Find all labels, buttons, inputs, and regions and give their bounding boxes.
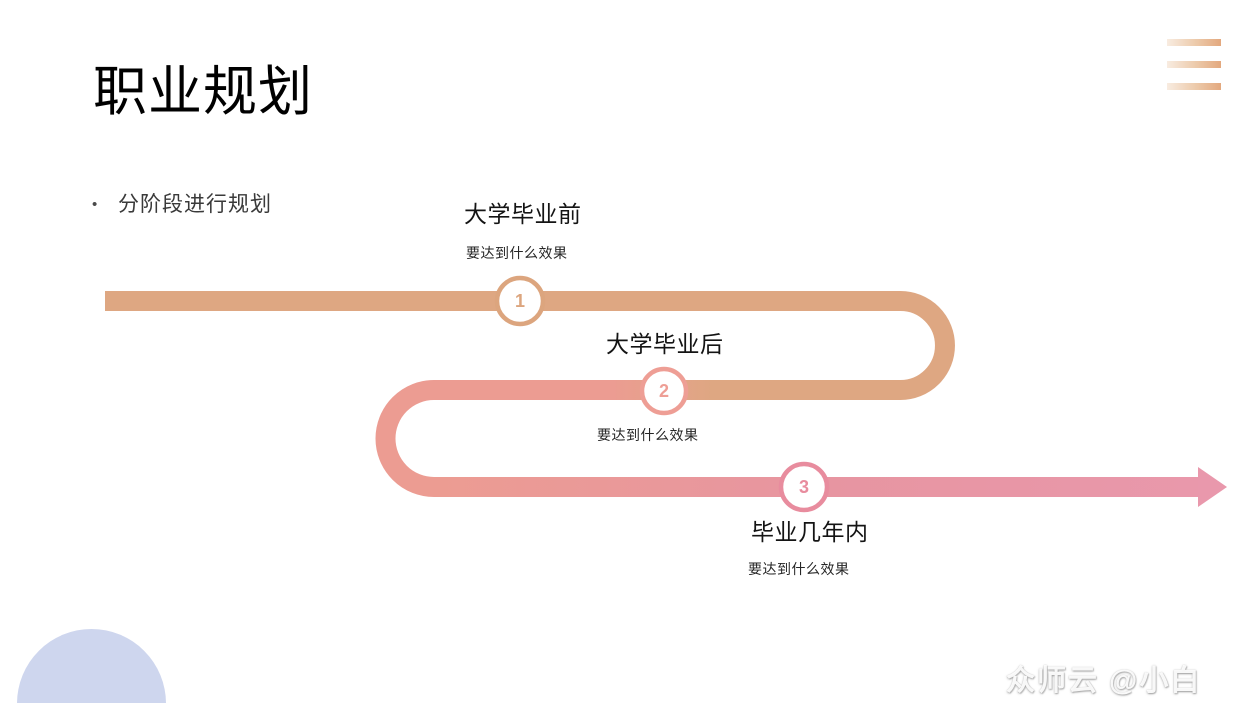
milestone-node-3 (778, 461, 830, 513)
milestone-node-1-number: 1 (515, 291, 525, 311)
slide-title: 职业规划 (93, 62, 313, 122)
bullet-item: • 分阶段进行规划 (92, 192, 272, 217)
timeline-arrowhead (1198, 467, 1227, 507)
milestone-2-label: 大学毕业后 (606, 331, 724, 357)
timeline-curve-right (900, 291, 955, 400)
milestone-node-2-number: 2 (659, 381, 669, 401)
milestone-node-1 (494, 275, 546, 327)
milestone-node-2 (639, 366, 689, 416)
milestone-1-label: 大学毕业前 (464, 201, 582, 227)
milestone-node-3-number: 3 (799, 477, 809, 497)
menu-bar-top (1167, 39, 1221, 46)
milestone-3-label: 毕业几年内 (751, 519, 869, 545)
milestone-3-description: 要达到什么效果 (748, 561, 850, 577)
bullet-marker: • (92, 196, 98, 213)
watermark: 众师云 @小白 (1006, 665, 1202, 697)
menu-bar-bottom (1167, 83, 1221, 90)
milestone-1-description: 要达到什么效果 (466, 245, 568, 261)
menu-bar-middle (1167, 61, 1221, 68)
milestone-2-description: 要达到什么效果 (597, 427, 699, 443)
menu-icon[interactable] (1167, 39, 1221, 90)
timeline-curve-left (375, 380, 435, 497)
bullet-text: 分阶段进行规划 (118, 193, 272, 216)
